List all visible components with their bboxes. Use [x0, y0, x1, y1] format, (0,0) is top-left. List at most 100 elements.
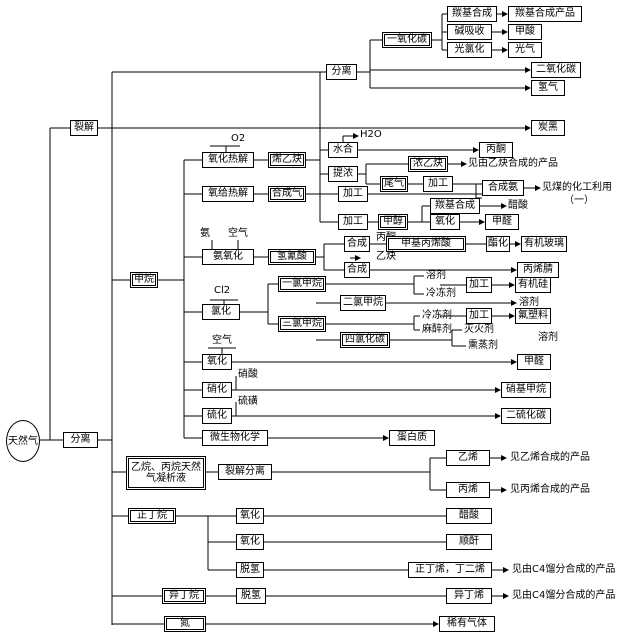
product-jianc4: 见由C4馏分合成的产品	[512, 564, 616, 575]
product-rongji2: 溶剂	[538, 332, 558, 343]
text-xunzhengji: 熏蒸剂	[468, 340, 498, 351]
feed-yique: 乙炔	[376, 251, 396, 262]
product-youjiboli: 有机玻璃	[521, 236, 567, 252]
product-jiaquan: 甲醛	[485, 214, 519, 230]
node-yilvjiawan: 一氯甲烷	[278, 276, 326, 292]
product-jiaquan2: 甲醛	[517, 354, 551, 370]
node-yixi: 乙烯	[446, 450, 490, 466]
node-zhihua: 酯化	[486, 236, 510, 252]
node-dan: 氮	[164, 616, 206, 632]
feed-xiaosuan: 硝酸	[238, 369, 258, 380]
product-jianc4-2: 见由C4馏分合成的产品	[512, 590, 616, 601]
node-yanghua1: 氧化	[430, 214, 460, 230]
product-cusuan2: 醋酸	[446, 508, 492, 524]
product-jianbingxi: 见丙烯合成的产品	[510, 484, 590, 495]
node-weiqi: 尾气	[380, 176, 408, 192]
node-yidingxi: 异丁烯	[446, 588, 492, 604]
text-lengdongji: 冷冻剂	[426, 288, 456, 299]
node-tuoqing1: 脱氢	[236, 562, 264, 578]
product-eryanghuatan: 二氧化碳	[531, 62, 581, 78]
feed-liuhuang: 硫磺	[238, 396, 258, 407]
node-weishengwu: 微生物化学	[202, 430, 268, 446]
node-hehe2: 合成	[344, 262, 370, 278]
product-bingxijing: 丙烯腈	[517, 262, 559, 278]
node-tanjiheche: 羰基合成	[447, 6, 497, 22]
text-lengdongji2: 冷冻剂	[422, 310, 452, 321]
node-fenli-main: 分离	[63, 432, 98, 448]
product-youjigui: 有机硅	[515, 277, 551, 293]
node-jiawan: 甲烷	[130, 272, 158, 288]
node-fenli: 分离	[326, 64, 357, 80]
node-nongyique: 浓乙炔	[408, 156, 448, 172]
node-yanghua2: 氧化	[202, 354, 232, 370]
feed-kongqi2: 空气	[212, 335, 232, 346]
node-dingxi: 正丁烯，丁二烯	[408, 562, 492, 578]
product-guangqi: 光气	[508, 42, 542, 58]
node-shuihe: 水合	[328, 142, 358, 158]
product-rongji: 溶剂	[519, 297, 539, 308]
product-jianyique: 见由乙炔合成的产品	[468, 158, 558, 169]
feed-an: 氨	[200, 228, 210, 239]
node-yiwan: 乙烷、丙烷天然气凝析液	[126, 456, 206, 490]
node-qingqingsuan: 氢氰酸	[268, 249, 316, 265]
node-liejiefenli: 裂解分离	[218, 464, 272, 480]
node-tianranqi: 天然气	[6, 420, 40, 462]
node-jiagong2: 加工	[338, 186, 368, 202]
node-xiyique: 烯乙炔	[268, 152, 306, 168]
node-xiaohua: 硝化	[202, 382, 232, 398]
node-guanglvhua: 光氯化	[447, 42, 492, 58]
product-qingqi: 氢气	[531, 80, 565, 96]
node-jianxishou: 碱吸收	[447, 24, 492, 40]
node-tuoqing2: 脱氢	[236, 588, 266, 604]
product-tanhei: 炭黑	[531, 120, 565, 136]
product-jiasuan: 甲酸	[508, 24, 542, 40]
node-hechengqi: 合成气	[268, 186, 306, 202]
node-bingxi: 丙烯	[446, 482, 490, 498]
node-sanlvjiawan: 三氯甲烷	[278, 316, 326, 332]
node-jiagong3: 加工	[338, 214, 368, 230]
node-yidingwan: 异丁烷	[162, 588, 206, 604]
product-tanjihecheng: 羰基合成产品	[508, 6, 582, 22]
feed-o2: O2	[231, 133, 246, 144]
node-zhengdingwan: 正丁烷	[128, 508, 176, 524]
node-hehe1: 合成	[344, 236, 370, 252]
product-danbaizhi: 蛋白质	[389, 430, 435, 446]
node-silvhuatan: 四氯化碳	[340, 332, 390, 348]
node-yanghua-rejie: 氧化热解	[202, 152, 254, 168]
node-erlvjiawan: 二氯甲烷	[340, 295, 386, 311]
product-cusuan: 醋酸	[508, 200, 528, 211]
product-jianmei: 见煤的化工利用	[542, 182, 612, 193]
product-shungan: 顺酐	[446, 534, 492, 550]
node-liuhua: 硫化	[202, 408, 232, 424]
node-jiachun: 甲醇	[378, 214, 408, 230]
node-tanjiheche2: 羰基合成	[430, 198, 480, 214]
product-erliuhuatan: 二硫化碳	[501, 408, 551, 424]
product-jianmei2: （一）	[564, 195, 594, 206]
product-jianyixi: 见乙烯合成的产品	[510, 452, 590, 463]
feed-kongqi: 空气	[228, 228, 248, 239]
product-xiyouqiti: 稀有气体	[439, 616, 495, 632]
text-miehuoji: 灭火剂	[464, 324, 494, 335]
node-lvhua: 氯化	[202, 304, 240, 320]
node-liejie: 裂解	[70, 120, 98, 136]
node-tinong: 提浓	[328, 166, 358, 182]
product-fusuliao: 氟塑料	[515, 308, 551, 324]
feed-cl2: Cl2	[214, 285, 231, 296]
node-yiyanghuatan: 一氧化碳	[382, 32, 432, 48]
node-jiagong5: 加工	[466, 308, 492, 324]
node-yanggei-rejie: 氧给热解	[202, 186, 254, 202]
node-anyanghua: 氨氧化	[202, 249, 254, 265]
product-xiaojijiawan: 硝基甲烷	[501, 382, 551, 398]
node-jiajibingxisuan: 甲基丙烯酸	[386, 236, 466, 252]
node-jiagong4: 加工	[466, 277, 492, 293]
node-jiagong1: 加工	[423, 176, 453, 192]
text-mazuiji: 麻醉剂	[422, 324, 452, 335]
node-yanghua4: 氧化	[236, 534, 264, 550]
node-hechengan: 合成氨	[482, 180, 524, 196]
node-yanghua3: 氧化	[236, 508, 264, 524]
feed-h2o: H2O	[360, 129, 382, 140]
text-rongji: 溶剂	[426, 270, 446, 281]
product-bingtong: 丙酮	[479, 142, 513, 158]
